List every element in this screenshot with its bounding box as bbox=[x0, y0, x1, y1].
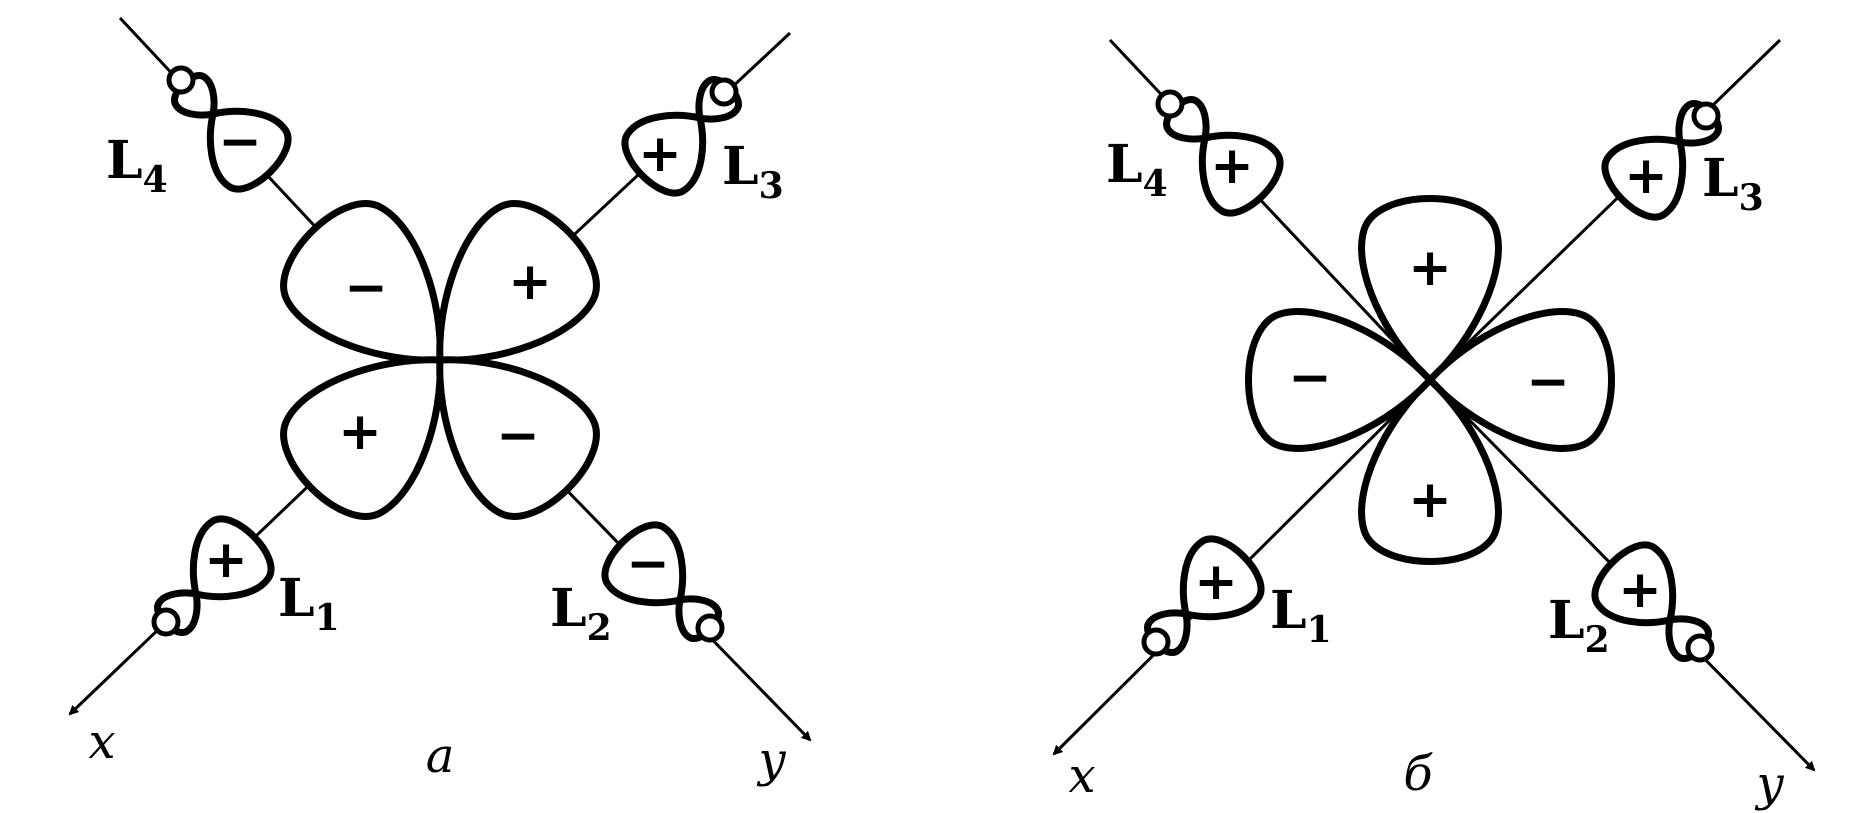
ligand-label-l1: L1 bbox=[278, 568, 340, 639]
axis-label-y: y bbox=[756, 732, 786, 788]
sign-ligand-l3: + bbox=[1624, 146, 1668, 206]
sign-central-lower-left: + bbox=[338, 402, 382, 462]
sign-central-bottom: + bbox=[1408, 470, 1452, 530]
sign-ligand-l1: + bbox=[204, 530, 248, 590]
ligand-label-l3: L3 bbox=[722, 136, 784, 207]
ligand-node-l1 bbox=[1141, 627, 1171, 657]
ligand-label-l2: L2 bbox=[550, 578, 612, 649]
panel-caption-a: a bbox=[426, 728, 455, 784]
central-orbital bbox=[263, 183, 616, 536]
ligand-node-l2 bbox=[695, 613, 725, 643]
axis-label-x: x bbox=[88, 714, 115, 770]
sign-ligand-l2: − bbox=[626, 534, 670, 594]
sign-ligand-l4: − bbox=[218, 112, 262, 172]
axis-label-x: x bbox=[1068, 748, 1095, 804]
ligand-node-l4 bbox=[1155, 89, 1185, 119]
sign-central-left: − bbox=[1288, 348, 1332, 408]
panel-caption-b: б bbox=[1403, 746, 1433, 802]
ligand-node-l4 bbox=[166, 65, 196, 95]
panel-a: − + + − − L4 + L3 + L1 bbox=[68, 16, 812, 788]
sign-central-top: + bbox=[1408, 238, 1452, 298]
sign-ligand-l4: + bbox=[1210, 136, 1254, 196]
sign-central-upper-right: + bbox=[508, 252, 552, 312]
sign-ligand-l2: + bbox=[1618, 560, 1662, 620]
ligand-node-l3 bbox=[709, 77, 739, 107]
axis-upper-right bbox=[1428, 38, 1782, 382]
ligand-node-l3 bbox=[1691, 101, 1721, 131]
ligand-label-l1: L1 bbox=[1270, 580, 1332, 651]
ligand-node-l2 bbox=[1685, 633, 1715, 663]
axis-label-y: y bbox=[1754, 756, 1784, 812]
sign-ligand-l3: + bbox=[638, 124, 682, 184]
ligand-label-l2: L2 bbox=[1548, 590, 1610, 661]
sign-central-upper-left: − bbox=[344, 258, 388, 318]
ligand-node-l1 bbox=[151, 607, 181, 637]
panel-b: + − + − + L4 + L3 + L1 bbox=[1052, 38, 1816, 812]
sign-ligand-l1: + bbox=[1194, 552, 1238, 612]
ligand-label-l4: L4 bbox=[1106, 134, 1168, 205]
sign-central-lower-right: − bbox=[496, 406, 540, 466]
ligand-label-l3: L3 bbox=[1702, 148, 1764, 219]
ligand-label-l4: L4 bbox=[106, 130, 168, 201]
sign-central-right: − bbox=[1526, 352, 1570, 412]
